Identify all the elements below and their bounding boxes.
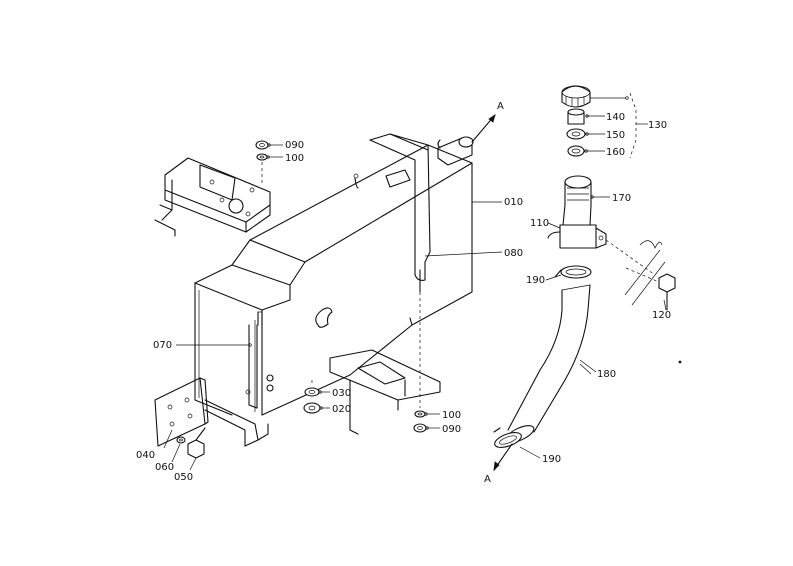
lower-left-fasteners (176, 427, 206, 459)
label-010: 010 (504, 197, 523, 208)
lower-right-bracket (329, 349, 441, 435)
label-190-upper: 190 (526, 275, 545, 286)
part-labels: 010 020 030 040 050 060 070 080 090 100 … (136, 101, 671, 485)
filler-cap-assembly (561, 85, 648, 159)
label-130: 130 (648, 120, 667, 131)
label-090-upper: 090 (285, 140, 304, 151)
label-120: 120 (652, 310, 671, 321)
label-070: 070 (153, 340, 172, 351)
bracket-bolt (625, 267, 676, 311)
label-150: 150 (606, 130, 625, 141)
label-140: 140 (606, 112, 625, 123)
center-washers (303, 380, 330, 414)
label-080: 080 (504, 248, 523, 259)
label-050: 050 (174, 472, 193, 483)
label-100-upper: 100 (285, 153, 304, 164)
tank-filler-neck (437, 114, 496, 166)
label-ref-a-top: A (497, 101, 504, 112)
upper-hose-clamp (545, 265, 592, 281)
upper-nut-washer (255, 140, 283, 186)
label-160: 160 (606, 147, 625, 158)
tie-rod (248, 311, 263, 409)
lower-hose-clamp (493, 427, 541, 472)
label-040: 040 (136, 450, 155, 461)
label-190-lower: 190 (542, 454, 561, 465)
upper-mounting-bracket (154, 157, 271, 237)
label-090-lower: 090 (442, 424, 461, 435)
label-030: 030 (332, 388, 351, 399)
label-100-lower: 100 (442, 410, 461, 421)
label-060: 060 (155, 462, 174, 473)
break-lines (624, 240, 666, 306)
filler-neck (547, 175, 656, 276)
label-110: 110 (530, 218, 549, 229)
filler-hose (505, 284, 597, 443)
leader-lines (163, 201, 667, 471)
label-170: 170 (612, 193, 631, 204)
fuel-tank (194, 144, 473, 416)
label-180: 180 (597, 369, 616, 380)
label-ref-a-bottom: A (484, 474, 491, 485)
tank-strap (369, 133, 431, 408)
lower-left-bracket (154, 377, 269, 447)
label-020: 020 (332, 404, 351, 415)
lower-strap-nut-washer (413, 410, 440, 433)
